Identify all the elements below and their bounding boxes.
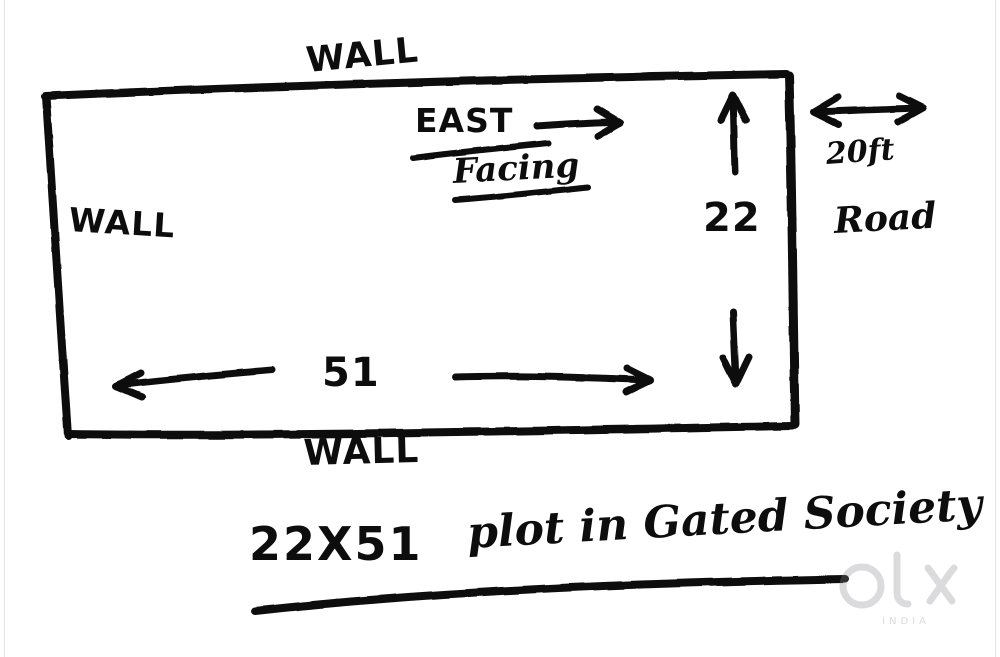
road-width-arrow-head-right: [894, 92, 927, 126]
east-direction-label: EAST: [415, 101, 514, 140]
width-arrow-right-head: [622, 364, 655, 396]
frame-edge-right: [995, 0, 996, 657]
east-arrow-head: [593, 105, 624, 140]
width-arrow-right-shaft: [451, 372, 652, 384]
plot-boundary-left: [42, 92, 72, 440]
caption-underline: [251, 575, 849, 615]
wall-label-bottom: WALL: [302, 429, 420, 474]
plot-boundary-right: [784, 71, 800, 429]
east-arrow-shaft: [533, 118, 622, 130]
height-arrow-down-head: [719, 353, 753, 388]
height-arrow-up-shaft: [729, 94, 739, 176]
road-label: Road: [832, 194, 938, 242]
facing-label: Facing: [451, 145, 581, 192]
plot-width-dimension-label: 51: [322, 350, 380, 396]
frame-edge-left: [4, 0, 5, 657]
wall-label-left: WALL: [67, 200, 177, 246]
road-width-label: 20ft: [824, 132, 896, 172]
facing-underline: [452, 184, 591, 203]
height-arrow-up-head: [717, 91, 750, 124]
plot-height-dimension-label: 22: [703, 195, 761, 241]
east-underline: [410, 140, 551, 161]
road-width-arrow-head-left: [809, 93, 843, 129]
road-width-arrow-shaft: [812, 104, 924, 116]
plot-boundary-bottom: [64, 422, 797, 439]
width-arrow-left-shaft: [116, 366, 276, 389]
width-arrow-left-head: [112, 369, 146, 401]
plot-boundary-top: [41, 70, 790, 100]
caption-plot-size: 22X51: [249, 517, 423, 571]
